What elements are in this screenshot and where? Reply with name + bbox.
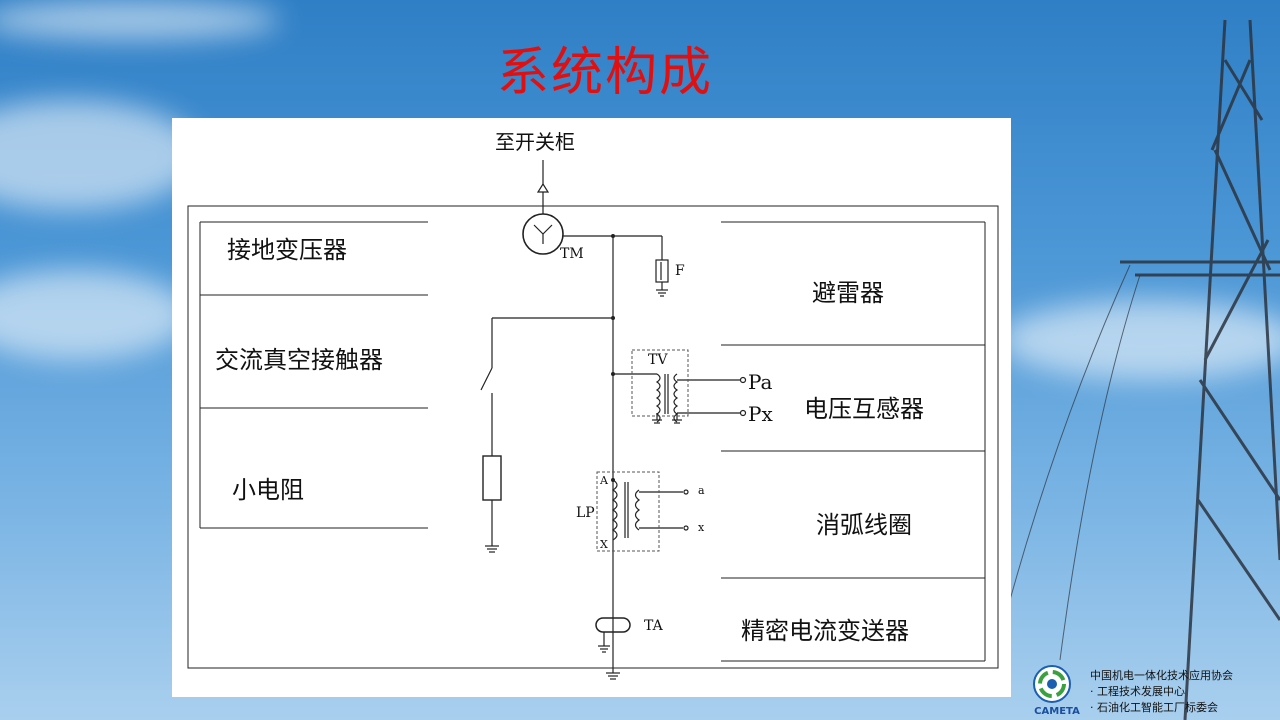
- component-label-arc-suppression-coil: 消弧线圈: [816, 511, 912, 539]
- cloud: [0, 270, 190, 360]
- cloud: [1000, 300, 1280, 380]
- tag-x-lower: x: [698, 521, 705, 534]
- slide-title: 系统构成: [496, 43, 713, 103]
- top-label: 至开关柜: [495, 130, 575, 154]
- tag-tv: TV: [648, 352, 668, 368]
- logo-text: CAMETA: [1034, 706, 1080, 717]
- org-line-2: · 工程技术发展中心: [1090, 685, 1185, 698]
- component-label-voltage-transformer: 电压互感器: [804, 395, 924, 423]
- cameta-logo-icon: [1033, 665, 1071, 703]
- component-label-small-resistor: 小电阻: [232, 476, 304, 504]
- org-line-1: 中国机电一体化技术应用协会: [1090, 669, 1233, 682]
- footer-organization: CAMETA 中国机电一体化技术应用协会 · 工程技术发展中心 · 石油化工智能…: [1030, 662, 1280, 720]
- tag-a-lower: a: [698, 484, 705, 497]
- tag-f: F: [675, 263, 685, 279]
- diagram-panel: 至开关柜 接地变压器 交流真空接触器 小电阻 避雷器 电压互感器 消弧线圈 精密…: [172, 118, 1011, 697]
- component-label-vacuum-contactor: 交流真空接触器: [215, 346, 383, 374]
- tag-pa: Pa: [748, 370, 773, 394]
- cloud: [0, 100, 200, 210]
- tag-ta: TA: [644, 618, 663, 634]
- component-label-current-transmitter: 精密电流变送器: [741, 617, 909, 645]
- tag-a-upper: A: [600, 474, 608, 487]
- cloud: [0, 0, 280, 40]
- tag-tm: TM: [560, 246, 584, 262]
- org-line-3: · 石油化工智能工厂标委会: [1090, 701, 1218, 714]
- component-label-arrester: 避雷器: [812, 279, 884, 307]
- component-label-grounding-transformer: 接地变压器: [227, 236, 347, 264]
- tag-px: Px: [748, 402, 773, 426]
- tag-x-upper: X: [600, 538, 608, 551]
- circuit-diagram: [187, 160, 999, 680]
- tag-lp: LP: [576, 505, 595, 521]
